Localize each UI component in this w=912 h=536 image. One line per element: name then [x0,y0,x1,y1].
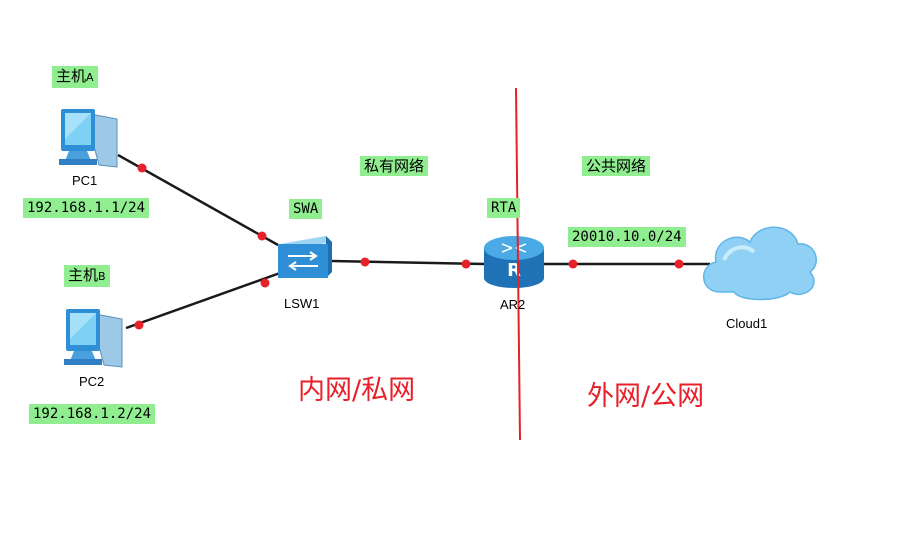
port-dot [360,257,370,267]
host-a-title: 主机 [56,67,87,85]
port-dot [568,259,578,269]
switch-tag: SWA [289,199,323,219]
private-network-label: 私有网络 [360,156,429,176]
cloud-icon[interactable] [702,226,817,301]
cloud-name: Cloud1 [726,316,768,331]
inside-zone-label: 内网/私网 [298,375,416,406]
host-a-label: 主机A [52,66,98,88]
host-b-title: 主机 [68,266,99,284]
link-pc2-lsw1 [125,271,281,330]
router-name: AR2 [500,297,526,312]
router-icon[interactable]: R [484,236,544,288]
switch-name: LSW1 [284,296,320,311]
port-dot [461,259,471,269]
pc1-name: PC1 [72,173,98,188]
host-b-label: 主机B [64,265,110,287]
public-network-label: 公共网络 [582,156,651,176]
port-dot [260,278,270,288]
port-dot [134,320,144,330]
host-b-suffix: B [98,270,106,283]
outside-zone-label: 外网/公网 [587,381,705,412]
router-tag: RTA [487,198,521,218]
pc1-ip-label: 192.168.1.1/24 [23,198,150,218]
pc2-ip-label: 192.168.1.2/24 [29,404,156,424]
switch-icon[interactable] [278,236,332,278]
port-dot [137,163,147,173]
pc2-name: PC2 [79,374,105,389]
pc2-icon[interactable] [64,309,123,368]
port-dot [257,231,267,241]
public-subnet-label: 20010.10.0/24 [568,227,686,247]
host-a-suffix: A [86,71,94,84]
link-lsw1-ar2 [331,259,485,266]
pc1-icon[interactable] [59,109,118,168]
port-dot [674,259,684,269]
network-divider [515,87,521,441]
